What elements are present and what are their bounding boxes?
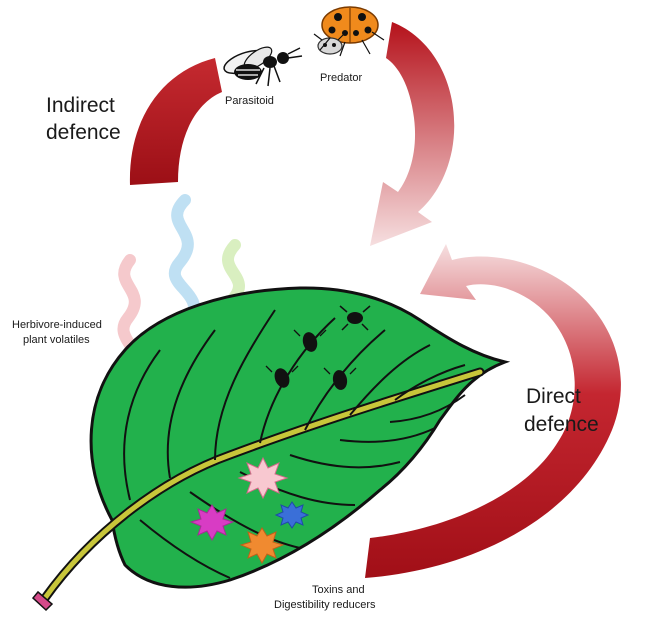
leaf-veins (123, 309, 466, 579)
indirect-defence-arrow (129, 58, 222, 185)
indirect-defence-label-line1: Indirect (46, 94, 115, 117)
volatiles-label-line1: Herbivore-induced (12, 319, 102, 331)
toxin-star-magenta (189, 504, 235, 542)
toxins-label-line1: Toxins and (312, 584, 365, 596)
leaf (31, 286, 511, 612)
toxin-star-blue (274, 501, 310, 529)
toxins-label-line2: Digestibility reducers (274, 599, 376, 611)
volatiles-label-line2: plant volatiles (23, 334, 90, 346)
toxin-star-pink (237, 456, 289, 500)
ladybird-icon (313, 6, 385, 57)
direct-defence-arrow (365, 244, 621, 578)
direct-defence-label-line1: Direct (526, 385, 581, 408)
petiole-tip (31, 590, 54, 612)
parasitoid-label: Parasitoid (225, 95, 274, 107)
toxin-star-orange (239, 527, 285, 565)
wasp-icon (223, 46, 303, 87)
indirect-defence-return-arrow (370, 22, 455, 246)
predator-label: Predator (320, 72, 363, 84)
indirect-defence-label-line2: defence (46, 121, 121, 144)
direct-defence-label-line2: defence (524, 413, 599, 436)
volatile-plume-blue (168, 194, 201, 326)
aphid-icon (265, 305, 371, 390)
